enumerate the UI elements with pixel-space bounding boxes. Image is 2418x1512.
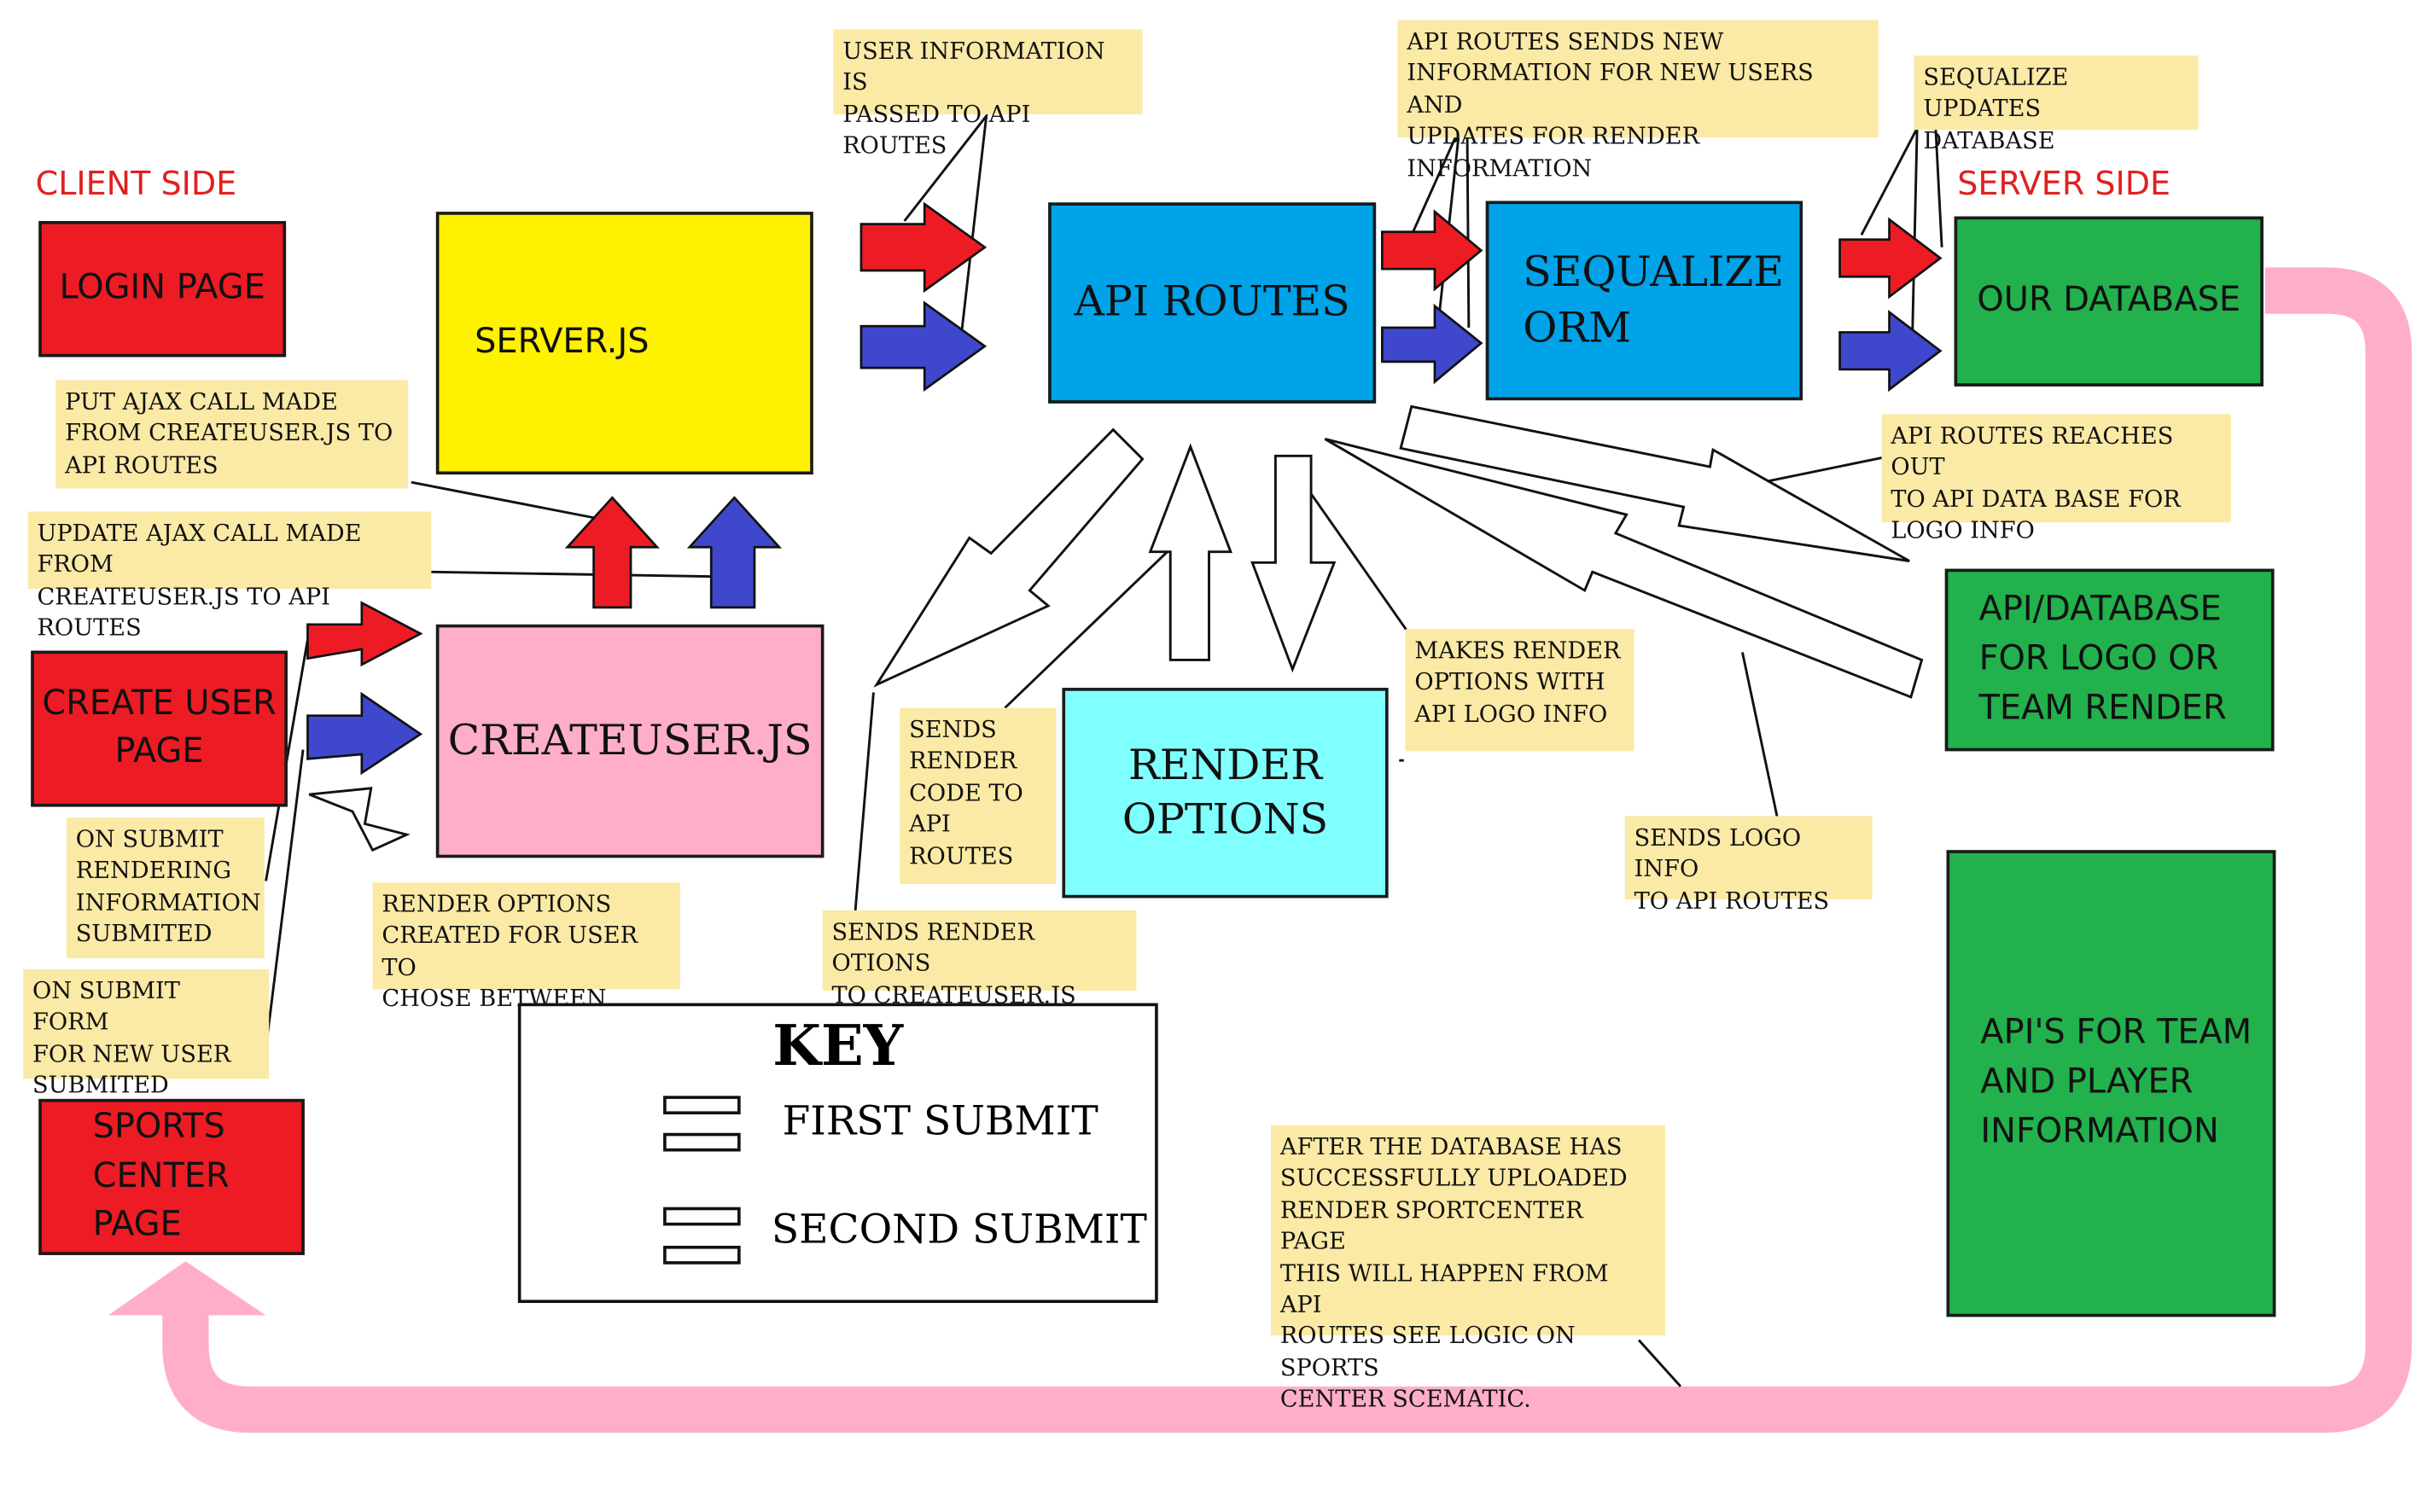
key-first-icon-top bbox=[663, 1096, 741, 1115]
note-api-reaches-out: API ROUTES REACHES OUT TO API DATA BASE … bbox=[1881, 414, 2231, 544]
apis-team-player-node[interactable]: API'S FOR TEAM AND PLAYER INFORMATION bbox=[1946, 850, 2276, 1317]
note-sends-logo-info: SENDS LOGO INFO TO API ROUTES bbox=[1624, 816, 1873, 915]
note-sends-render-code: SENDS RENDER CODE TO API ROUTES bbox=[900, 707, 1057, 885]
create-user-page-node[interactable]: CREATE USER PAGE bbox=[31, 650, 288, 807]
key-first-submit-label: FIRST SUBMIT bbox=[782, 1098, 1098, 1146]
note-on-submit-form: ON SUBMIT FORM FOR NEW USER SUBMITED bbox=[23, 968, 270, 1099]
render-options-to-createuser-arrow bbox=[873, 427, 1145, 688]
render-code-up-arrow bbox=[1148, 443, 1232, 661]
apis-team-player-label: API'S FOR TEAM AND PLAYER INFORMATION bbox=[1980, 1014, 2252, 1152]
login-page-node[interactable]: LOGIN PAGE bbox=[38, 221, 287, 358]
render-options-label: RENDER OPTIONS bbox=[1122, 741, 1329, 845]
key-second-submit-label: SECOND SUBMIT bbox=[771, 1207, 1147, 1254]
createuser-js-node[interactable]: CREATEUSER.JS bbox=[435, 624, 824, 858]
api-routes-label: API ROUTES bbox=[1074, 278, 1350, 327]
note-render-options-created: RENDER OPTIONS CREATED FOR USER TO CHOSE… bbox=[372, 882, 681, 1013]
sequalize-orm-node[interactable]: SEQUALIZE ORM bbox=[1485, 201, 1803, 401]
sports-center-page-label: SPORTS CENTER PAGE bbox=[92, 1108, 230, 1245]
note-api-routes-sends: API ROUTES SENDS NEW INFORMATION FOR NEW… bbox=[1397, 20, 1879, 182]
key-first-icon-bottom bbox=[663, 1132, 741, 1152]
note-sequalize-updates: SEQUALIZE UPDATES DATABASE bbox=[1914, 55, 2199, 154]
key-title: KEY bbox=[772, 1014, 904, 1079]
note-after-database: AFTER THE DATABASE HAS SUCCESSFULLY UPLO… bbox=[1270, 1125, 1665, 1413]
api-database-logo-label: API/DATABASE FOR LOGO OR TEAM RENDER bbox=[1978, 590, 2227, 729]
note-sends-render-otions: SENDS RENDER OTIONS TO CREATEUSER.JS bbox=[822, 910, 1137, 1009]
return-loop-arrowhead bbox=[108, 1261, 266, 1316]
note-makes-render: MAKES RENDER OPTIONS WITH API LOGO INFO bbox=[1405, 629, 1634, 752]
note-on-submit-rendering: ON SUBMIT RENDERING INFORMATION SUBMITED bbox=[66, 817, 265, 959]
second-submit-arrows bbox=[306, 300, 1943, 776]
return-loop-arrow bbox=[162, 267, 2412, 1433]
our-database-node[interactable]: OUR DATABASE bbox=[1954, 216, 2264, 387]
api-database-logo-node[interactable]: API/DATABASE FOR LOGO OR TEAM RENDER bbox=[1944, 568, 2275, 752]
render-options-created-arrow bbox=[308, 787, 411, 852]
render-options-node[interactable]: RENDER OPTIONS bbox=[1062, 688, 1389, 898]
note-update-ajax: UPDATE AJAX CALL MADE FROM CREATEUSER.JS… bbox=[27, 511, 432, 642]
key-second-icon-top bbox=[663, 1207, 741, 1226]
login-page-label: LOGIN PAGE bbox=[59, 268, 265, 307]
our-database-label: OUR DATABASE bbox=[1977, 280, 2241, 320]
key-second-icon-bottom bbox=[663, 1245, 741, 1265]
note-put-ajax: PUT AJAX CALL MADE FROM CREATEUSER.JS TO… bbox=[55, 380, 409, 489]
client-side-label: CLIENT SIDE bbox=[35, 165, 237, 203]
hollow-arrows bbox=[308, 404, 1924, 852]
create-user-page-label: CREATE USER PAGE bbox=[42, 683, 277, 771]
api-routes-node[interactable]: API ROUTES bbox=[1048, 202, 1377, 404]
sequalize-orm-label: SEQUALIZE ORM bbox=[1523, 248, 1785, 352]
key-legend: KEY FIRST SUBMIT SECOND SUBMIT bbox=[517, 1003, 1158, 1304]
server-js-node[interactable]: SERVER.JS bbox=[435, 212, 813, 475]
first-submit-arrows bbox=[306, 201, 1943, 667]
server-js-label: SERVER.JS bbox=[475, 322, 650, 362]
render-options-down-arrow bbox=[1250, 454, 1337, 673]
logo-info-return-arrow bbox=[1324, 438, 1924, 699]
logo-request-arrow bbox=[1399, 404, 1910, 562]
sports-center-page-node[interactable]: SPORTS CENTER PAGE bbox=[38, 1098, 305, 1255]
server-side-label: SERVER SIDE bbox=[1957, 165, 2171, 203]
createuser-js-label: CREATEUSER.JS bbox=[447, 716, 813, 765]
note-user-info-passed: USER INFORMATION IS PASSED TO API ROUTES bbox=[833, 29, 1143, 160]
